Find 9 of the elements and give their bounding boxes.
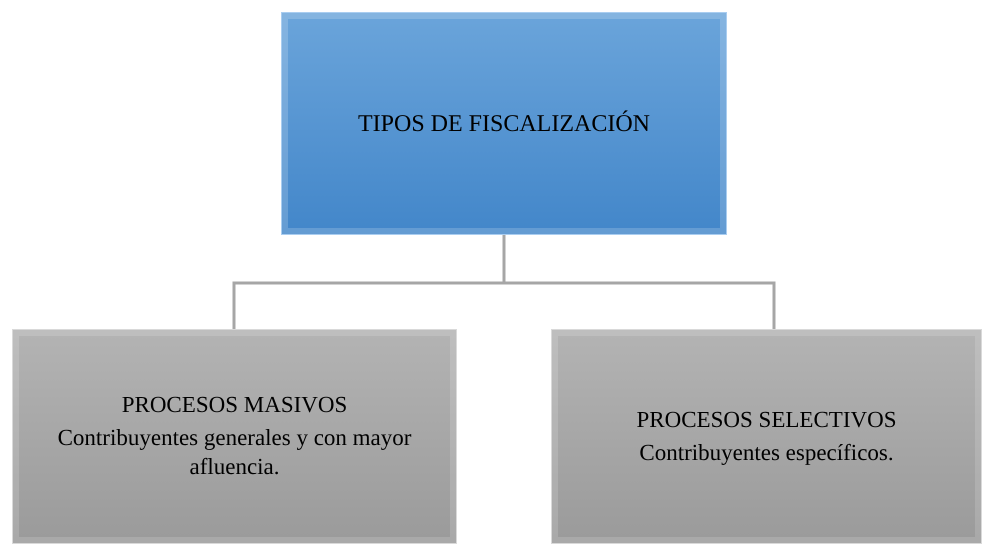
category-box bbox=[551, 329, 982, 544]
box-description: Contribuyentes específicos. bbox=[639, 438, 894, 467]
connector-line bbox=[502, 235, 776, 329]
category-box bbox=[12, 329, 457, 544]
box-heading: PROCESOS SELECTIVOS bbox=[636, 406, 897, 434]
title-box bbox=[281, 12, 727, 235]
box-heading: TIPOS DE FISCALIZACIÓN bbox=[358, 109, 650, 138]
box-heading: PROCESOS MASIVOS bbox=[122, 391, 348, 420]
box-description: Contribuyentes generales y con mayor afluencia. bbox=[56, 424, 412, 481]
